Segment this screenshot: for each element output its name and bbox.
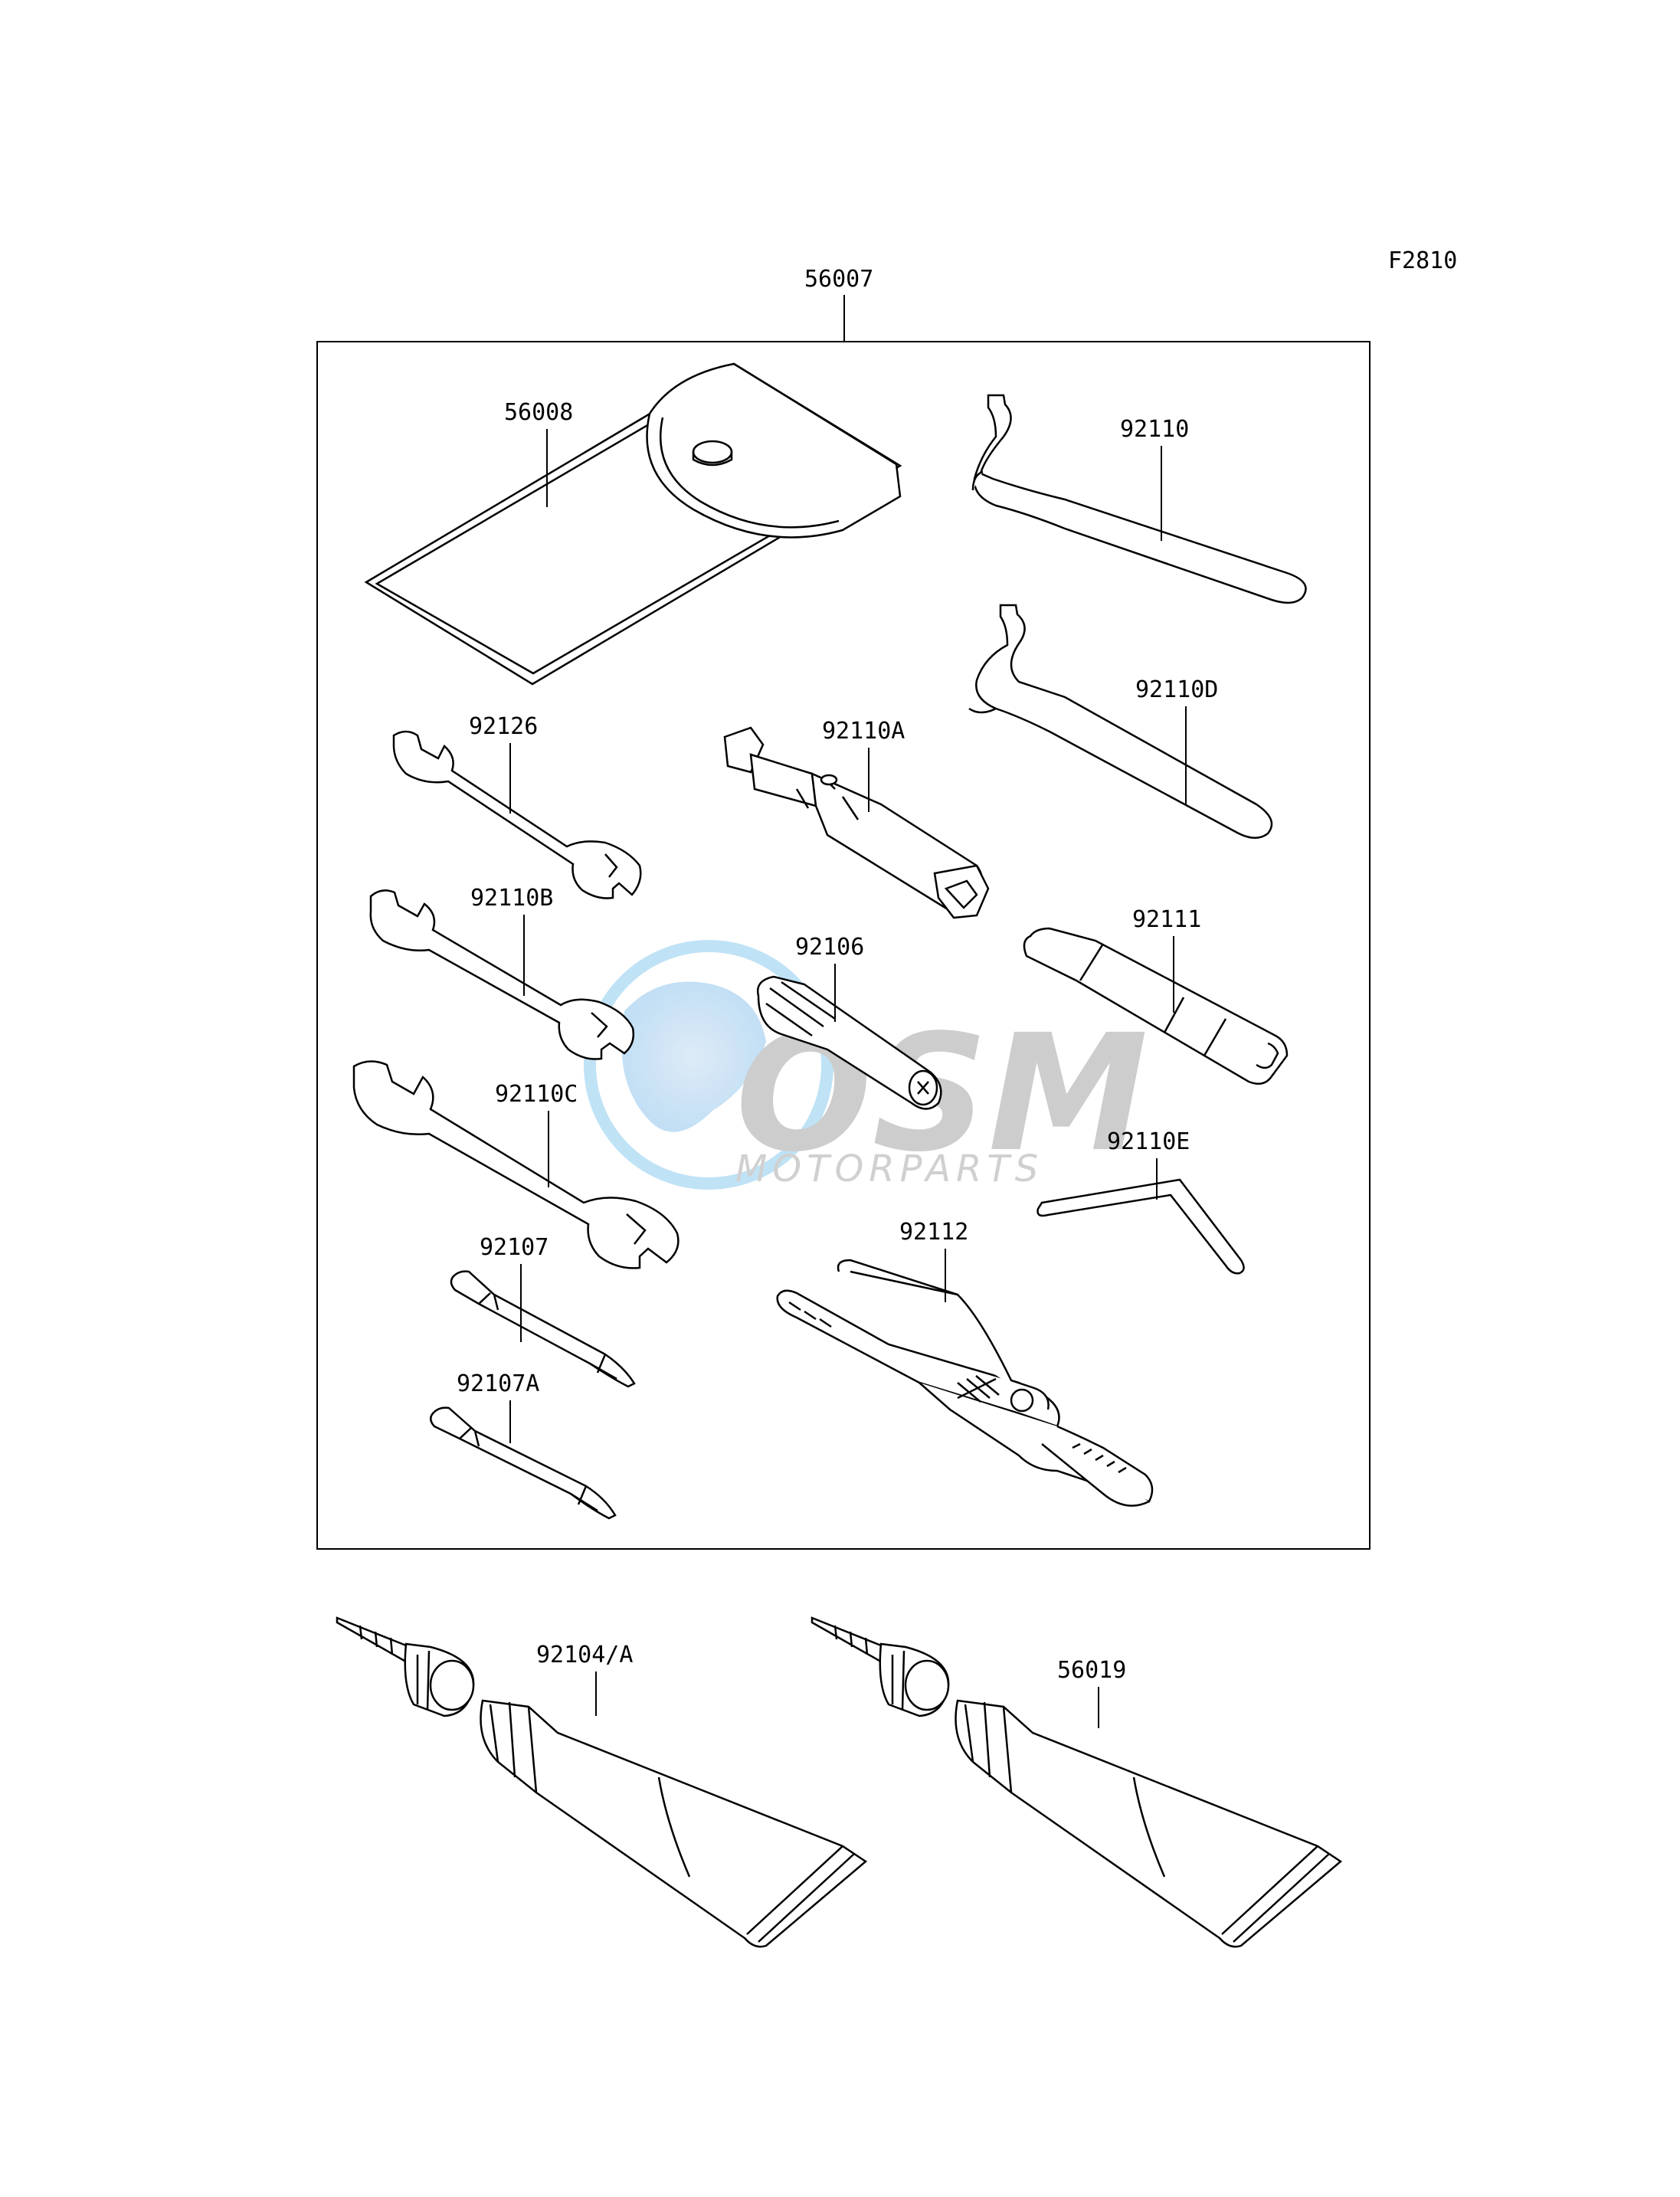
label-wrench-b: 92110B [470,885,553,912]
label-tube-left: 92104/A [536,1642,633,1668]
label-hook-wrench-d: 92110D [1135,676,1218,703]
label-pliers: 92112 [899,1219,968,1246]
label-hex-key: 92110E [1107,1128,1190,1155]
label-extension-bar: 92111 [1132,906,1201,933]
label-case: 56008 [504,399,573,426]
label-tool-92106: 92106 [795,934,864,961]
plug-wrench [723,726,990,919]
tool-92106 [756,975,942,1110]
tool-case [364,362,902,686]
kit-part-number: 56007 [804,266,873,293]
screwdriver [450,1270,636,1388]
wrench-c [352,1060,680,1269]
watermark-text-sub: MOTORPARTS [735,1148,1043,1190]
label-tube-right: 56019 [1057,1657,1126,1684]
watermark-globe-ring [584,940,833,1190]
watermark-globe-continents [621,981,766,1132]
label-wrench-small: 92126 [469,713,538,740]
figure-code: F2810 [1388,247,1457,274]
label-plug-wrench: 92110A [822,718,905,745]
label-hook-wrench: 92110 [1120,416,1189,443]
grease-tube-left [336,1616,868,1948]
label-screwdriver: 92107 [480,1234,549,1261]
wrench-small [392,730,642,899]
extension-bar [1023,927,1289,1085]
hook-wrench [971,394,1307,604]
kit-box [316,341,1371,1550]
label-screwdriver-a: 92107A [457,1370,539,1397]
screwdriver-a [430,1406,617,1520]
pliers [776,1259,1154,1507]
grease-tube-right [811,1616,1343,1948]
wrench-b [369,889,635,1060]
hex-key [1036,1178,1245,1275]
hook-wrench-d [968,604,1273,839]
label-wrench-c: 92110C [495,1081,578,1108]
